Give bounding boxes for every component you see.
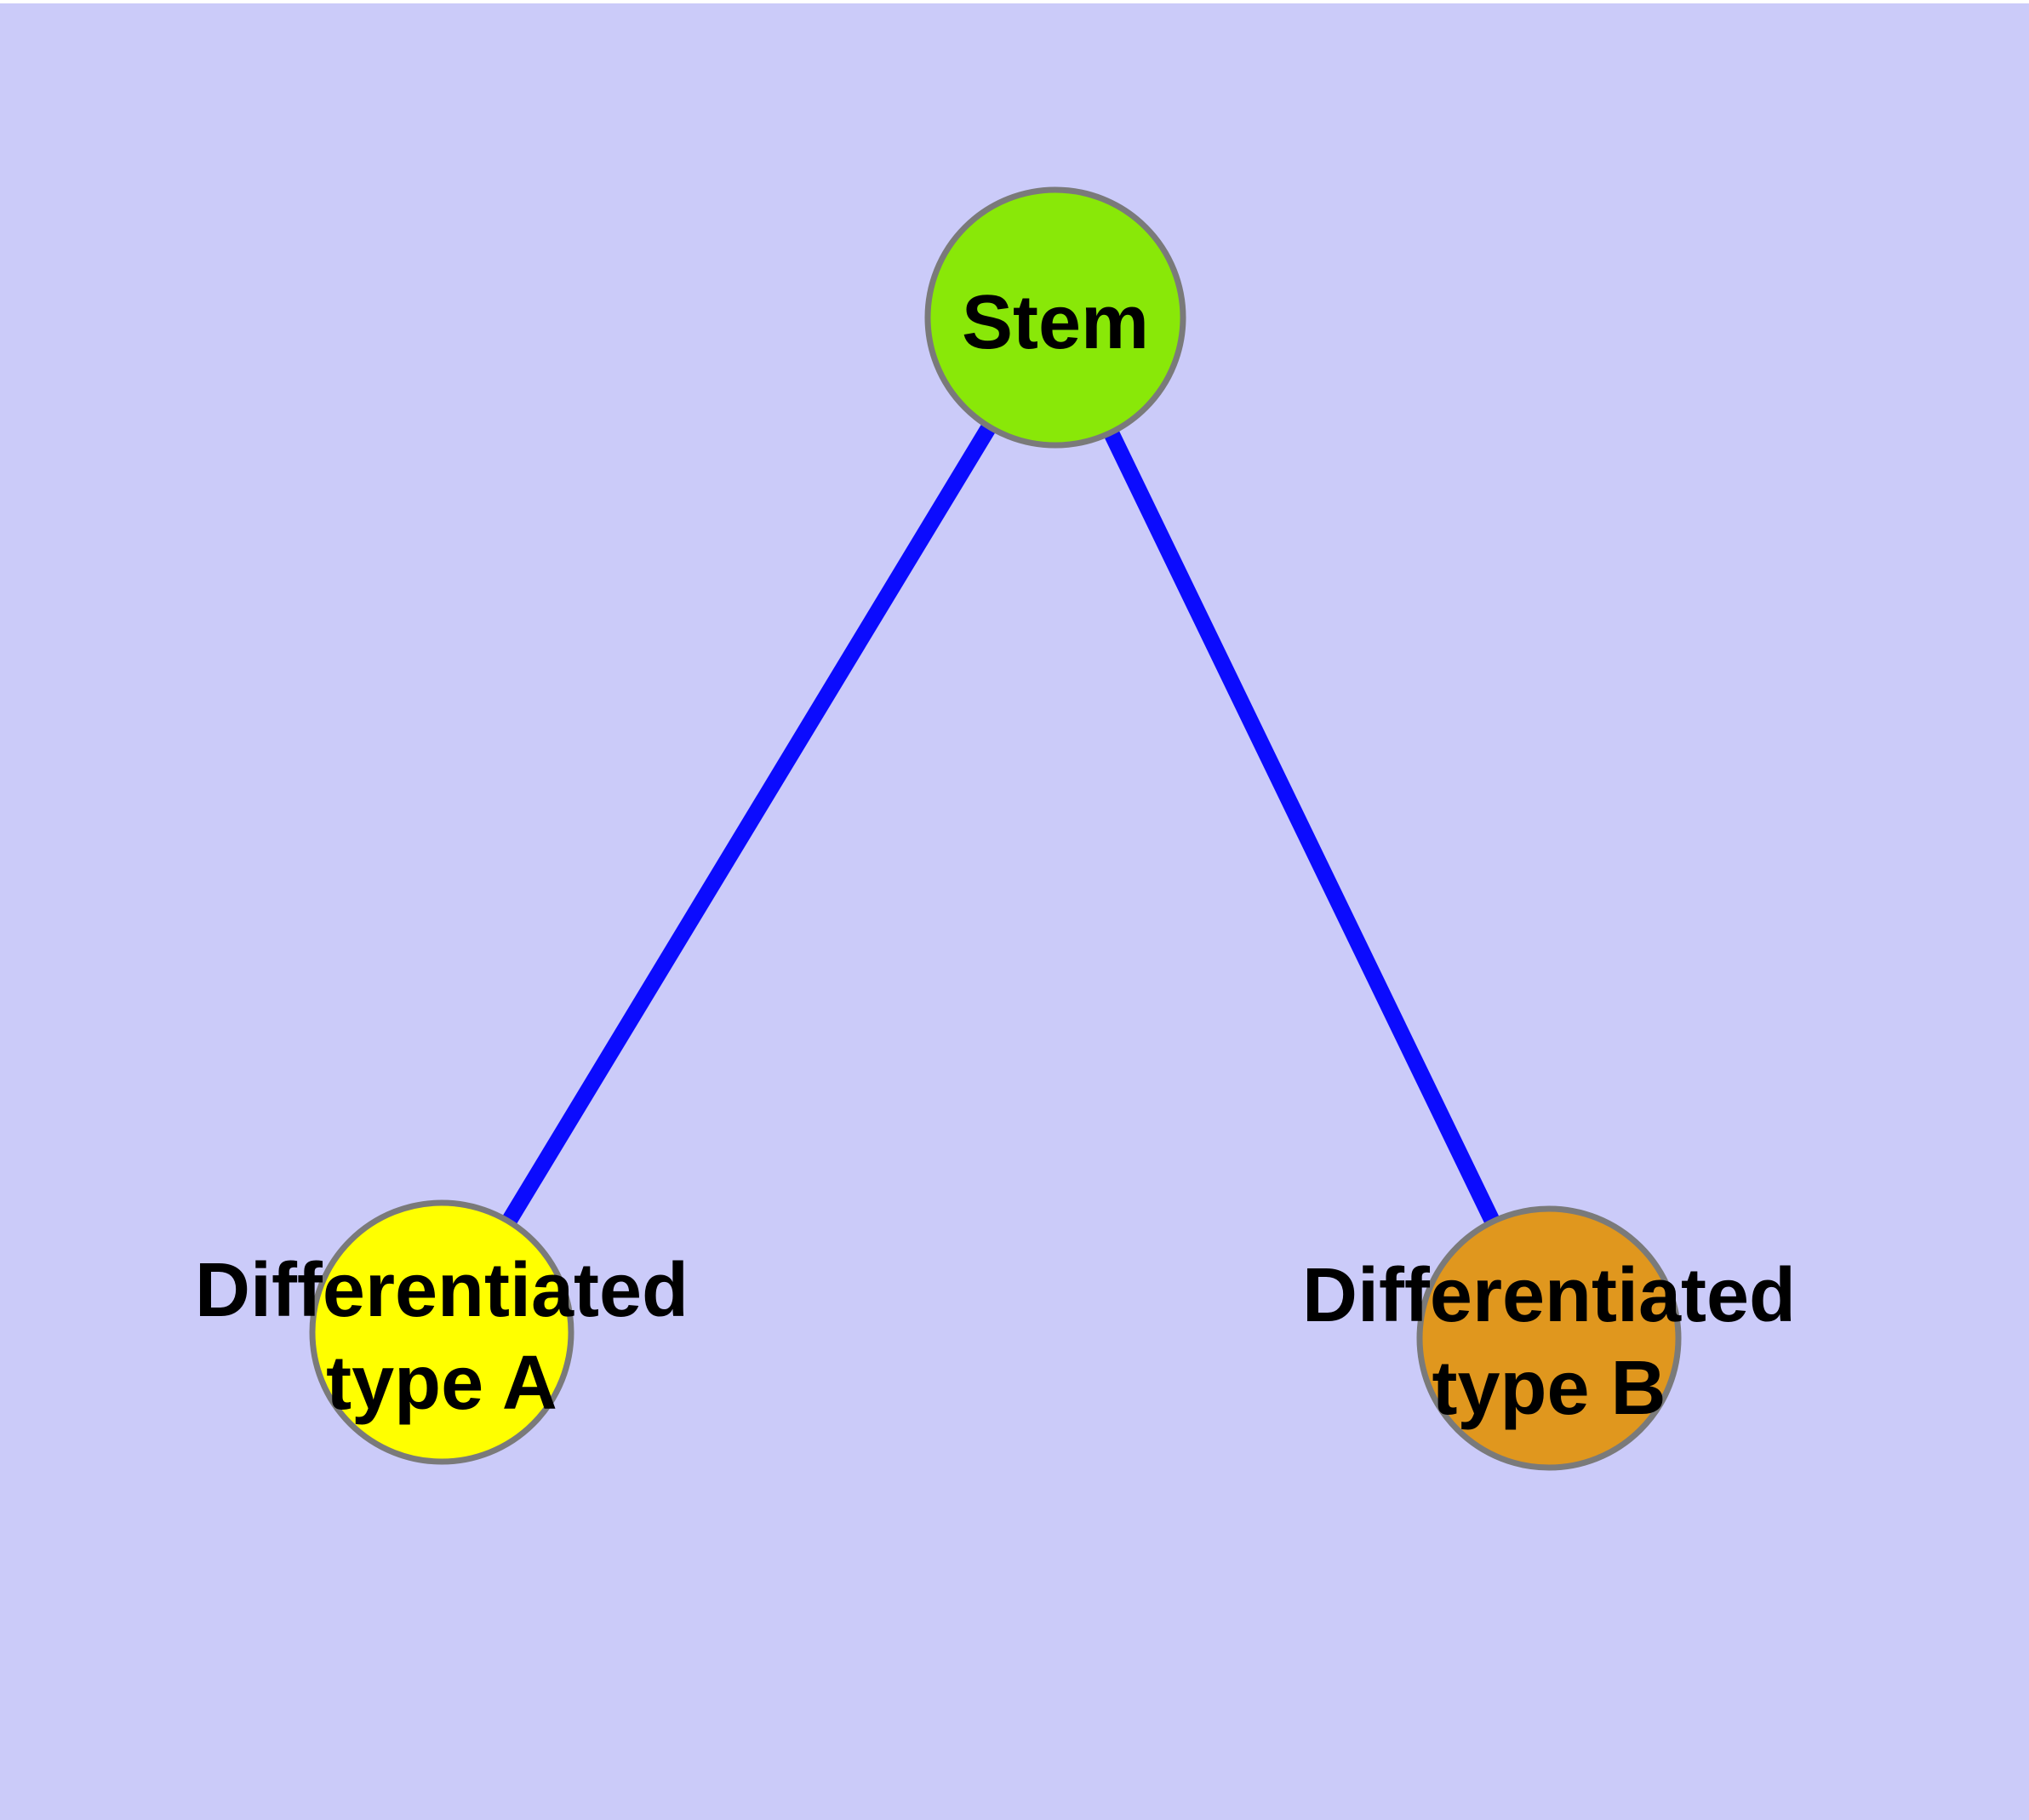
edge-stem-to-differentiated-b: [1048, 313, 1557, 1342]
edge-stem-to-differentiated-a: [434, 313, 1063, 1336]
node-label-stem: Stem: [962, 280, 1149, 365]
node-differentiated-a: [309, 1199, 574, 1465]
node-label-differentiated-b-line1: Differentiated: [1302, 1253, 1796, 1338]
node-differentiated-b: [1416, 1205, 1682, 1471]
top-margin-strip: [0, 0, 2029, 3]
node-label-differentiated-a-line2: type A: [326, 1341, 557, 1426]
node-stem: [924, 186, 1186, 449]
node-label-differentiated-a-line1: Differentiated: [195, 1248, 689, 1333]
node-label-differentiated-b-line2: type B: [1432, 1346, 1666, 1431]
